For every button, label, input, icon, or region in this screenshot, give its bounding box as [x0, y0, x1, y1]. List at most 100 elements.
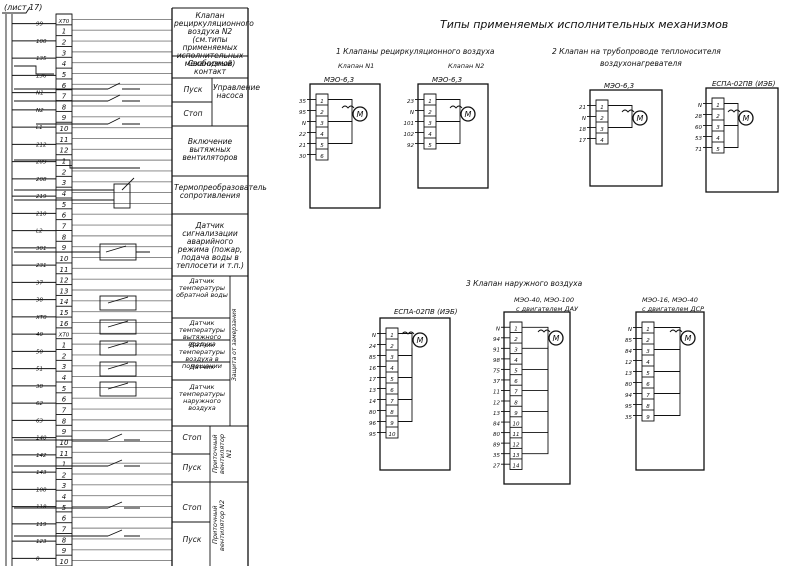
- mech-header-7: МЭО-16, МЭО-40: [642, 296, 698, 304]
- internal-wire: [608, 126, 633, 128]
- pin-number: 5: [390, 377, 394, 383]
- pin-number: 4: [428, 132, 432, 138]
- motor-label: M: [465, 110, 472, 119]
- wire-free-contact: [14, 65, 54, 75]
- valve-2-label: Клапан N2: [448, 62, 484, 70]
- motor-icon: [680, 330, 696, 346]
- internal-wire: [398, 348, 413, 422]
- pin-label: 71: [695, 147, 702, 153]
- wire-label: 209: [36, 160, 47, 166]
- strip-terminal: 14: [60, 298, 69, 306]
- wire-label: N2: [36, 108, 44, 114]
- wire-label: 99: [36, 22, 43, 28]
- pin-label: 22: [299, 132, 306, 138]
- legend-stop3: Стоп: [182, 503, 202, 512]
- mech-header-1: МЭО-6,3: [324, 76, 355, 84]
- internal-wire: [328, 121, 353, 122]
- pin-label: 21: [579, 105, 586, 111]
- wire-label: 108: [36, 487, 47, 493]
- strip-terminal: 10: [60, 255, 69, 263]
- strip-terminal: 3: [62, 363, 66, 371]
- fan1-switches: [14, 433, 140, 467]
- legend-fan1: Приточный вентилятор N1: [211, 433, 233, 475]
- internal-wire: [522, 346, 549, 370]
- legend-frame: [171, 7, 249, 566]
- internal-wire: [436, 99, 461, 122]
- pin-label: 80: [369, 410, 376, 416]
- strip-terminal: 2: [62, 471, 67, 479]
- legend-fan2: Приточный вентилятор N2: [211, 499, 226, 551]
- legend-alarm: Датчик сигнализации аварийного режима (п…: [176, 221, 244, 270]
- internal-wire: [328, 122, 353, 144]
- pin-label: 35: [493, 453, 500, 459]
- mech-header-3: МЭО-6,3: [604, 82, 635, 90]
- strip-terminal: 10: [60, 125, 69, 133]
- strip-terminal: 7: [62, 222, 67, 230]
- pin-label: 80: [625, 382, 632, 388]
- strip-terminal: 4: [62, 60, 66, 68]
- strip-terminal: 13: [60, 287, 69, 295]
- legend-pump-control: Управление насоса: [213, 83, 261, 100]
- legend-pusk: Пуск: [183, 85, 203, 94]
- pin-label: 94: [493, 337, 500, 343]
- section-3-label: 3 Клапан наружного воздуха: [466, 279, 583, 288]
- legend-t-return: Датчик температуры обратной воды: [176, 277, 228, 299]
- pin-number: 7: [514, 390, 518, 396]
- strip-terminal: 6: [62, 212, 67, 220]
- legend-free-contact: Свободный контакт: [187, 59, 233, 76]
- internal-wire: [398, 348, 413, 356]
- pin-label: N: [582, 116, 586, 122]
- strip-terminal: 11: [60, 136, 69, 144]
- pin-label: 12: [493, 400, 500, 406]
- internal-wire: [522, 346, 549, 455]
- mech-header-4: ЕСПА-02ПВ (ИЭБ): [712, 80, 776, 88]
- wire-label: 38: [36, 298, 43, 304]
- pin-label: N: [496, 327, 500, 333]
- pin-label: 13: [493, 411, 500, 417]
- wire-label: XT0: [35, 315, 47, 321]
- pin-number: 10: [513, 421, 520, 427]
- legend-sensor-misc: Датчик: [189, 363, 215, 371]
- valve-1-label: Клапан N1: [338, 62, 374, 70]
- pin-number: 3: [600, 127, 604, 133]
- pin-label: N: [372, 333, 376, 339]
- pin-number: 1: [600, 105, 604, 111]
- pin-label: N: [302, 121, 306, 127]
- thermo-wires: [14, 177, 135, 201]
- strip-terminal: 5: [62, 201, 67, 209]
- pin-number: 4: [716, 136, 720, 142]
- strip-terminal: 1: [62, 28, 66, 36]
- wire-label: 142: [36, 453, 47, 459]
- strip-terminal: 3: [62, 179, 66, 187]
- pin-number: 3: [514, 348, 518, 354]
- section-1-label: 1 Клапаны рециркуляционного воздуха: [336, 47, 495, 56]
- strip-terminal: 12: [60, 147, 69, 155]
- pin-number: 9: [514, 411, 518, 417]
- legend-t-exhaust: Датчик температуры вытяжного воздуха: [179, 319, 225, 348]
- pin-number: 3: [390, 355, 394, 361]
- strip-terminal: 4: [62, 190, 66, 198]
- pin-label: 11: [493, 390, 500, 396]
- strip-terminal: 1: [62, 342, 66, 350]
- internal-wire: [654, 346, 681, 350]
- motor-icon: [632, 110, 648, 126]
- pin-label: 18: [579, 127, 586, 133]
- pin-number: 2: [514, 337, 518, 343]
- pin-number: 6: [514, 379, 518, 385]
- strip-terminal: 15: [60, 309, 69, 317]
- pin-number: 2: [390, 344, 394, 350]
- strip-terminal: 9: [62, 547, 67, 555]
- pin-number: 1: [428, 99, 432, 105]
- pin-number: 9: [646, 415, 650, 421]
- pin-label: 98: [493, 358, 500, 364]
- pin-label: 89: [493, 442, 500, 448]
- pin-number: 6: [390, 388, 394, 394]
- strip-terminal: 12: [60, 277, 69, 285]
- mechanism-mzo40: 1N29439149857563771181291310841180128913…: [493, 311, 571, 485]
- wire-label: L1: [36, 125, 43, 131]
- pin-number: 9: [390, 421, 394, 427]
